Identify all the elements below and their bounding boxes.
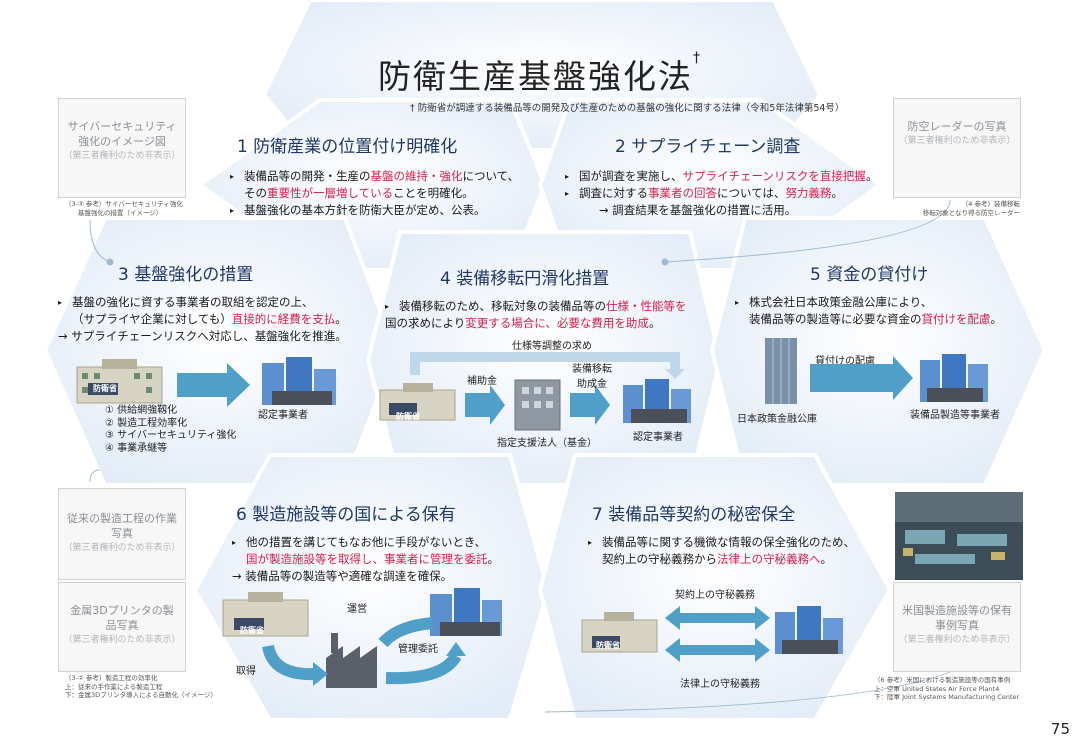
double-arrow-icon <box>665 606 770 630</box>
ministry-building-icon <box>76 359 163 404</box>
company-buildings-icon <box>623 379 691 423</box>
ministry-building-icon <box>379 383 456 421</box>
page-subtitle: † 防衛省が調達する装備品等の開発及び生産のための基盤の強化に関する法律（令和5… <box>410 103 845 114</box>
office-building-icon <box>514 379 561 431</box>
section-5-body: ▸株式会社日本政策金融公庫により、 装備品等の製造等に必要な資金の貸付けを配慮。 <box>735 295 1002 326</box>
s7-arrow-top-label: 契約上の守秘義務 <box>675 590 755 601</box>
section-2-body: ▸国が調査を実施し、サプライチェーンリスクを直接把握。 ▸調査に対する事業者の回… <box>565 169 878 217</box>
s5-recipient-label: 装備品製造等事業者 <box>910 410 1000 421</box>
section-7-body: ▸装備品等に関する機微な情報の保全強化のため、 契約上の守秘義務から法律上の守秘… <box>588 535 855 566</box>
s4-arrow-top-label: 仕様等調整の求め <box>512 341 592 352</box>
section-6-title: 6 製造施設等の国による保有 <box>236 505 456 525</box>
double-arrow-icon <box>665 638 770 662</box>
s5-lender-label: 日本政策金融公庫 <box>737 414 817 425</box>
section-7-diagram <box>581 606 843 662</box>
arrow-right-icon <box>177 363 250 407</box>
page-title: 防衛生産基盤強化法† <box>378 50 702 96</box>
caption-us: （6 参考）米国における製造施設等の国有事例上：空軍 United States… <box>874 676 1020 701</box>
section-2-title: 2 サプライチェーン調査 <box>615 137 801 157</box>
s7-arrow-bottom-label: 法律上の守秘義務 <box>680 679 760 690</box>
s6-operate-label: 運営 <box>347 604 367 615</box>
section-6-diagram <box>222 588 502 688</box>
arrow-manage-icon <box>385 652 462 685</box>
list-item: ② 製造工程効率化 <box>105 417 188 429</box>
company-buildings-icon <box>920 354 988 402</box>
s4-grant-label: 装備移転助成金 <box>572 364 612 390</box>
section-3-body: ▸基盤の強化に資する事業者の取組を認定の上、 （サプライヤ企業に対しても）直接的… <box>58 295 347 343</box>
company-buildings-icon <box>775 606 843 654</box>
company-buildings-icon <box>430 588 502 636</box>
section-1-body: ▸装備品等の開発・生産の基盤の維持・強化について、 その重要性が一層増しているこ… <box>230 169 520 217</box>
placeholder-work: 従来の製造工程の作業写真（第三者権利のため非表示） <box>58 488 186 580</box>
list-item: ④ 事業承継等 <box>105 442 168 454</box>
hex-section-5 <box>709 216 1048 487</box>
arrow-acquire-icon <box>262 644 317 681</box>
section-4-body: ▸装備移転のため、移転対象の装備品等の仕様・性能等を 国の求めにより変更する場合… <box>385 299 687 330</box>
s6-acquire-label: 取得 <box>236 666 256 677</box>
mod-sign-3: 防衛省 <box>93 384 117 393</box>
section-5-title: 5 資金の貸付け <box>810 265 929 285</box>
list-item: ① 供給網強靱化 <box>105 405 178 416</box>
s4-subsidy-label: 補助金 <box>467 376 497 387</box>
caption-radar: （4 参考）装備移転移転対象となり得る防空レーダー <box>922 200 1020 217</box>
arrow-top-icon <box>410 352 680 375</box>
section-3-recipient: 認定事業者 <box>258 410 308 421</box>
s5-arrow-label: 貸付けの配慮 <box>815 356 875 367</box>
placeholder-us: 米国製造施設等の保有事例写真（第三者権利のため非表示） <box>893 582 1021 672</box>
arrow-right-icon <box>465 385 505 425</box>
tower-building-icon <box>765 338 797 404</box>
section-4-title: 4 装備移転円滑化措置 <box>440 269 610 289</box>
section-3-title: 3 基盤強化の措置 <box>118 265 254 285</box>
section-7-title: 7 装備品等契約の秘密保全 <box>592 505 796 525</box>
s6-manage-label: 管理委託 <box>398 644 438 655</box>
section-3-items: ① 供給網強靱化 ② 製造工程効率化 ③ サイバーセキュリティ強化 ④ 事業承継… <box>105 405 236 455</box>
factory-icon <box>326 633 377 688</box>
caption-work: （3-② 参考）製造工程の効率化上：従来の手作業による製造工程下：金属3Dプリン… <box>65 674 217 699</box>
ministry-building-icon <box>581 612 658 653</box>
s4-recipient-label: 認定事業者 <box>633 432 683 443</box>
section-5-diagram <box>765 338 988 404</box>
placeholder-cyber: サイバーセキュリティ強化のイメージ図（第三者権利のため非表示） <box>58 98 186 198</box>
us-facility-photo <box>895 492 1023 580</box>
section-4-diagram <box>379 352 691 431</box>
page-number: 75 <box>1050 720 1070 738</box>
caption-cyber: （3-③ 参考）サイバーセキュリティ強化基盤強化の措置（イメージ） <box>65 200 183 217</box>
connector-work <box>89 469 101 483</box>
s4-fund-label: 指定支援法人（基金） <box>497 438 597 449</box>
arrow-operate-icon <box>378 617 434 648</box>
section-6-body: ▸他の措置を講じてもなお他に手段がないとき、 国が製造施設等を取得し、事業者に管… <box>232 535 499 583</box>
mod-sign-6: 防衛省 <box>240 626 264 635</box>
arrow-right-icon <box>810 356 913 400</box>
ministry-building-icon <box>222 592 309 637</box>
list-item: ③ サイバーセキュリティ強化 <box>105 430 237 441</box>
placeholder-radar: 防空レーダーの写真（第三者権利のため非表示） <box>893 98 1021 198</box>
mod-sign-4: 防衛省 <box>396 412 420 421</box>
section-3-diagram <box>76 357 336 407</box>
arrow-right-icon <box>570 385 610 425</box>
section-1-title: 1 防衛産業の位置付け明確化 <box>237 137 458 157</box>
placeholder-printer: 金属3Dプリンタの製品写真（第三者権利のため非表示） <box>58 582 186 672</box>
connector-radar <box>664 199 951 263</box>
mod-sign-7: 防衛省 <box>596 641 620 650</box>
company-buildings-icon <box>262 357 336 405</box>
